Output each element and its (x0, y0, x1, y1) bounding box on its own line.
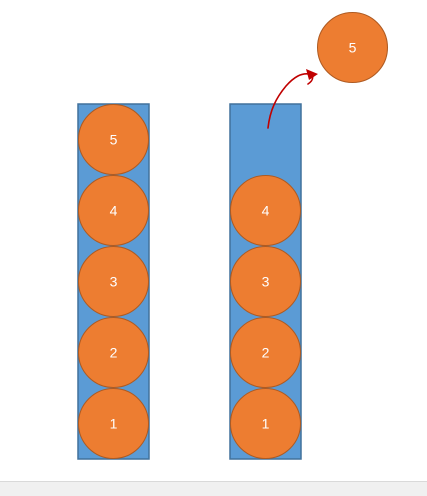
popped-ball-label: 5 (349, 40, 357, 56)
ball-3: 3 (78, 246, 149, 317)
ball-2-label: 2 (110, 345, 118, 361)
stack-popped: 4 3 2 1 (229, 103, 302, 460)
ball-1: 1 (78, 388, 149, 459)
ball-2-circle (230, 317, 301, 388)
ball-5: 5 (78, 104, 149, 175)
ball-1-label: 1 (110, 416, 118, 432)
ball-2-circle (78, 317, 149, 388)
popped-ball-circle (317, 12, 388, 83)
ball-3: 3 (230, 246, 301, 317)
ball-2: 2 (78, 317, 149, 388)
ball-5-label: 5 (110, 132, 118, 148)
ball-4-circle (78, 175, 149, 246)
ball-1-circle (78, 388, 149, 459)
popped-ball: 5 (317, 12, 388, 83)
ball-3-label: 3 (262, 274, 270, 290)
pop-arrow-curve (267, 73, 314, 129)
ball-4-circle (230, 175, 301, 246)
ball-3-label: 3 (110, 274, 118, 290)
ball-4: 4 (78, 175, 149, 246)
ball-2: 2 (230, 317, 301, 388)
ball-1-circle (230, 388, 301, 459)
ball-4-label: 4 (110, 203, 118, 219)
stack-full: 5 4 3 2 1 (77, 103, 150, 460)
ball-1: 1 (230, 388, 301, 459)
ball-3-circle (78, 246, 149, 317)
ball-5-circle (78, 104, 149, 175)
ball-1-label: 1 (262, 416, 270, 432)
ball-3-circle (230, 246, 301, 317)
arrowhead-icon (306, 69, 318, 80)
ball-2-label: 2 (262, 345, 270, 361)
ball-4: 4 (230, 175, 301, 246)
pop-arrow (267, 69, 318, 129)
bottom-status-bar (0, 481, 427, 496)
ball-4-label: 4 (262, 203, 270, 219)
